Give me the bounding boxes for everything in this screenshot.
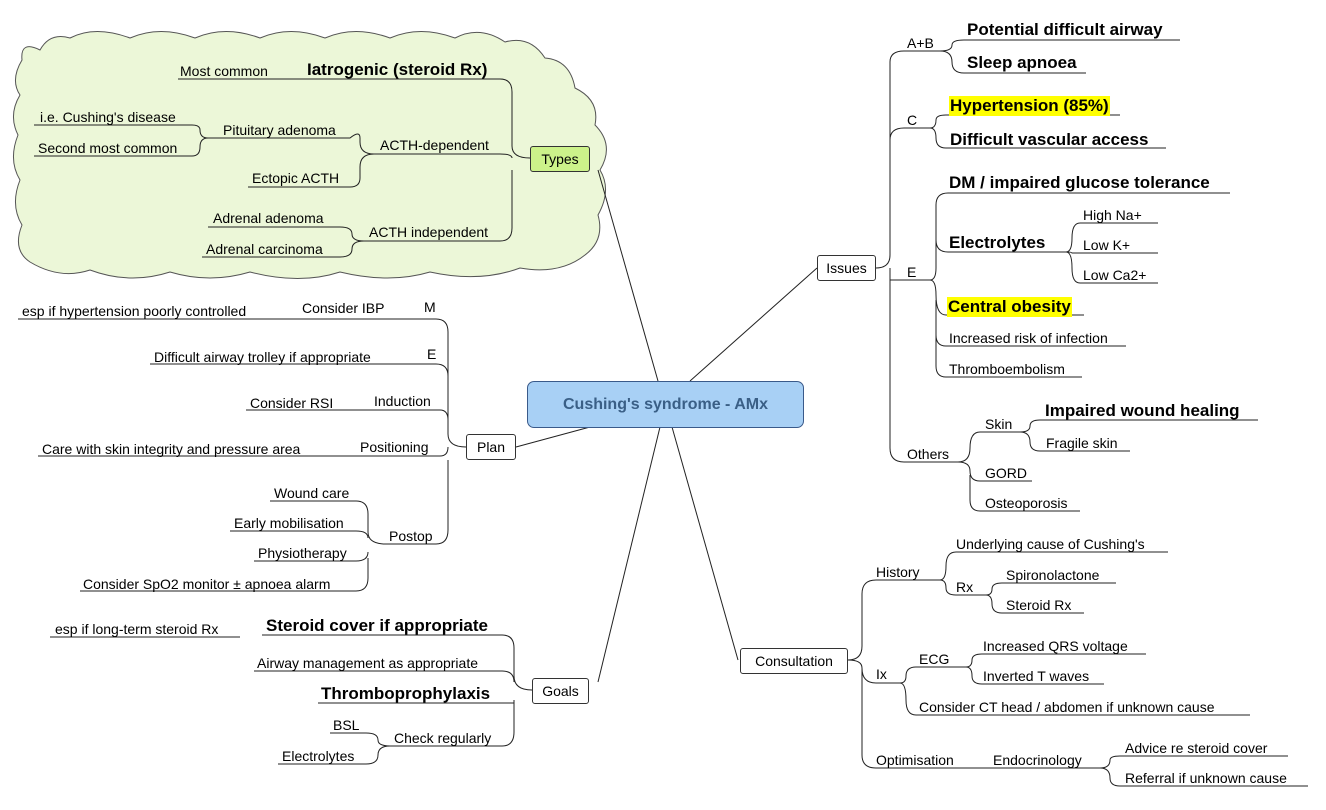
consult-endocrinology[interactable]: Endocrinology: [993, 752, 1082, 768]
consultation-node[interactable]: Consultation: [740, 648, 848, 674]
plan-e[interactable]: E: [427, 346, 437, 362]
goals-airway-mgmt[interactable]: Airway management as appropriate: [257, 655, 479, 671]
consult-referral[interactable]: Referral if unknown cause: [1125, 770, 1287, 786]
types-iatrogenic[interactable]: Iatrogenic (steroid Rx): [307, 60, 488, 79]
plan-induction[interactable]: Induction: [374, 393, 431, 409]
goals-check-regularly[interactable]: Check regularly: [394, 730, 492, 746]
types-pituitary[interactable]: Pituitary adenoma: [223, 122, 336, 138]
consult-advice-steroid[interactable]: Advice re steroid cover: [1125, 740, 1268, 756]
consult-steroid-rx[interactable]: Steroid Rx: [1006, 597, 1072, 613]
issues-central-obesity[interactable]: Central obesity: [947, 297, 1072, 317]
types-adrenal-carcinoma[interactable]: Adrenal carcinoma: [206, 241, 323, 257]
goals-esp-long-term[interactable]: esp if long-term steroid Rx: [55, 621, 219, 637]
issues-others[interactable]: Others: [907, 446, 950, 462]
issues-e[interactable]: E: [907, 264, 917, 280]
plan-wound-care[interactable]: Wound care: [274, 485, 350, 501]
issues-osteoporosis[interactable]: Osteoporosis: [985, 495, 1068, 511]
types-second-common[interactable]: Second most common: [38, 140, 178, 156]
issues-node[interactable]: Issues: [817, 255, 876, 281]
plan-skin-care[interactable]: Care with skin integrity and pressure ar…: [42, 441, 301, 457]
central-topic[interactable]: Cushing's syndrome - AMx: [527, 381, 804, 428]
plan-consider-ibp[interactable]: Consider IBP: [302, 300, 385, 316]
issues-electrolytes[interactable]: Electrolytes: [949, 233, 1046, 252]
issues-sleep-apnoea[interactable]: Sleep apnoea: [967, 53, 1077, 72]
plan-node[interactable]: Plan: [466, 434, 516, 460]
issues-hypertension[interactable]: Hypertension (85%): [949, 96, 1110, 116]
consult-rx[interactable]: Rx: [956, 579, 974, 595]
plan-esp-htn[interactable]: esp if hypertension poorly controlled: [22, 303, 247, 319]
types-acth-independent[interactable]: ACTH independent: [369, 224, 489, 240]
plan-early-mob[interactable]: Early mobilisation: [234, 515, 344, 531]
goals-electrolytes[interactable]: Electrolytes: [282, 748, 355, 764]
plan-positioning[interactable]: Positioning: [360, 439, 429, 455]
consult-optimisation[interactable]: Optimisation: [876, 752, 954, 768]
consult-ct-head[interactable]: Consider CT head / abdomen if unknown ca…: [919, 699, 1215, 715]
plan-m[interactable]: M: [424, 299, 436, 315]
types-cloud: [13, 31, 607, 279]
goals-bsl[interactable]: BSL: [333, 717, 360, 733]
consult-qrs[interactable]: Increased QRS voltage: [983, 638, 1128, 654]
consult-t-waves[interactable]: Inverted T waves: [983, 668, 1090, 684]
plan-postop[interactable]: Postop: [389, 528, 433, 544]
types-most-common[interactable]: Most common: [180, 63, 268, 79]
goals-thrombo[interactable]: Thromboprophylaxis: [321, 684, 491, 703]
issues-thromboembolism[interactable]: Thromboembolism: [949, 361, 1065, 377]
issues-fragile-skin[interactable]: Fragile skin: [1046, 435, 1118, 451]
issues-infection[interactable]: Increased risk of infection: [949, 330, 1108, 346]
consult-ecg[interactable]: ECG: [919, 651, 950, 667]
issues-dm[interactable]: DM / impaired glucose tolerance: [949, 173, 1210, 192]
goals-steroid-cover[interactable]: Steroid cover if appropriate: [266, 616, 488, 635]
consult-spironolactone[interactable]: Spironolactone: [1006, 567, 1100, 583]
issues-ab[interactable]: A+B: [907, 35, 934, 51]
issues-wound-healing[interactable]: Impaired wound healing: [1045, 401, 1240, 420]
issues-high-na[interactable]: High Na+: [1083, 207, 1142, 223]
plan-consider-rsi[interactable]: Consider RSI: [250, 395, 334, 411]
types-node[interactable]: Types: [530, 146, 590, 172]
consult-ix[interactable]: Ix: [876, 666, 887, 682]
plan-airway-trolley[interactable]: Difficult airway trolley if appropriate: [154, 349, 371, 365]
issues-skin[interactable]: Skin: [985, 416, 1013, 432]
plan-spo2[interactable]: Consider SpO2 monitor ± apnoea alarm: [83, 576, 331, 592]
consult-underlying-cause[interactable]: Underlying cause of Cushing's: [956, 536, 1145, 552]
issues-c[interactable]: C: [907, 112, 918, 128]
issues-difficult-airway[interactable]: Potential difficult airway: [967, 20, 1163, 39]
types-adrenal-adenoma[interactable]: Adrenal adenoma: [213, 210, 324, 226]
consult-history[interactable]: History: [876, 564, 920, 580]
goals-node[interactable]: Goals: [532, 678, 589, 704]
issues-vascular-access[interactable]: Difficult vascular access: [950, 130, 1149, 149]
types-cushings-disease[interactable]: i.e. Cushing's disease: [40, 109, 176, 125]
issues-gord[interactable]: GORD: [985, 465, 1027, 481]
plan-physio[interactable]: Physiotherapy: [258, 545, 347, 561]
types-acth-dependent[interactable]: ACTH-dependent: [380, 137, 489, 153]
issues-low-ca[interactable]: Low Ca2+: [1083, 267, 1147, 283]
types-ectopic[interactable]: Ectopic ACTH: [252, 170, 340, 186]
issues-low-k[interactable]: Low K+: [1083, 237, 1131, 253]
